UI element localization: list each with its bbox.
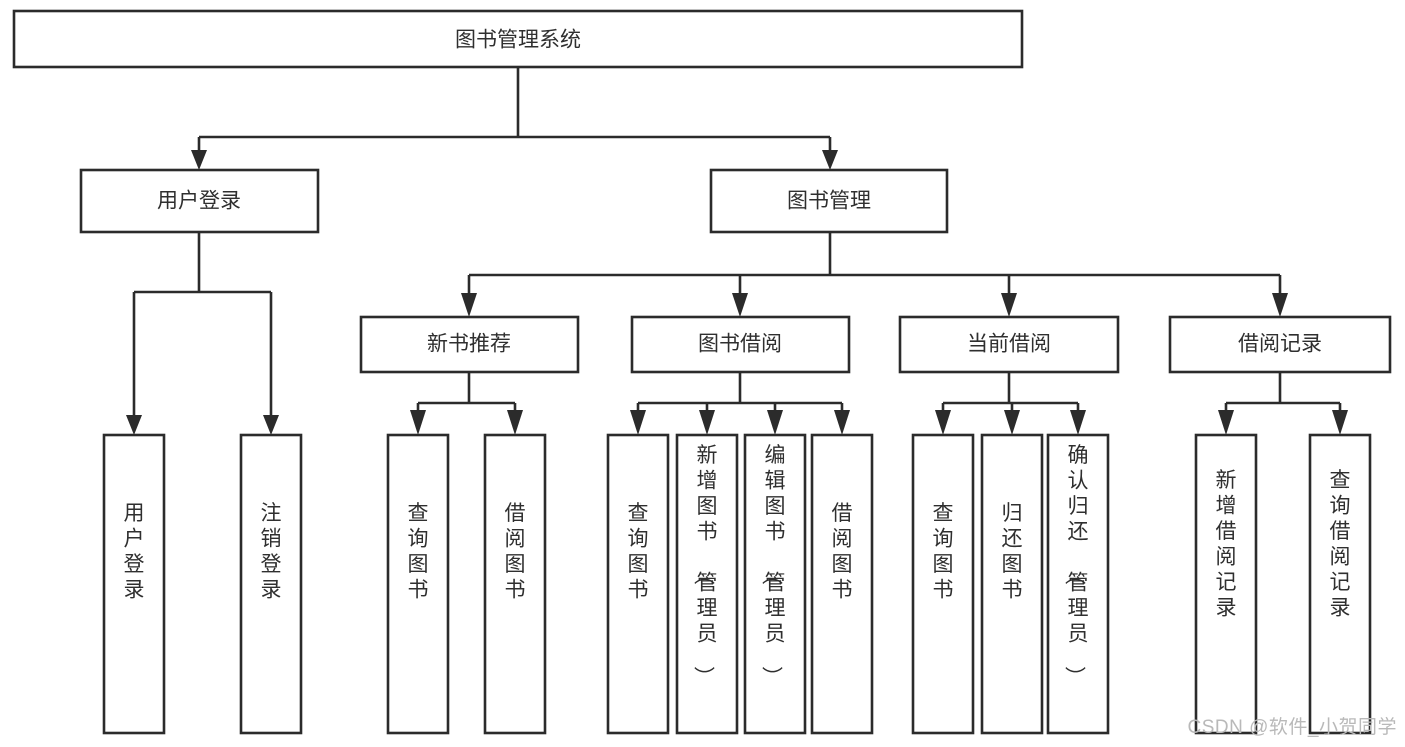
node-leaf-add-record-label: 新增借阅记录 bbox=[1216, 469, 1237, 620]
node-root-label: 图书管理系统 bbox=[455, 29, 581, 52]
node-leaf-confirm-return-box[interactable] bbox=[1046, 433, 1110, 735]
node-leaf-borrow-book-1[interactable]: 借阅图书 bbox=[483, 433, 547, 735]
node-leaf-user-login[interactable]: 用户登录 bbox=[102, 433, 166, 735]
node-leaf-confirm-return-label: 确认归还（管理员） bbox=[1063, 444, 1089, 687]
node-leaf-add-book-label: 新增图书（管理员） bbox=[692, 444, 718, 687]
node-leaf-query-book-2-box[interactable] bbox=[606, 433, 670, 735]
node-leaf-borrow-book-1-label: 借阅图书 bbox=[505, 502, 526, 602]
node-leaf-query-book-1-box[interactable] bbox=[386, 433, 450, 735]
node-user-login-box[interactable] bbox=[79, 168, 320, 234]
connector-group-book-manage-to-level3 bbox=[461, 232, 1288, 317]
connector-group-user-login-to-leaves bbox=[126, 232, 279, 435]
node-leaf-query-record[interactable]: 查询借阅记录 bbox=[1308, 433, 1372, 735]
node-leaf-confirm-return[interactable]: 确认归还（管理员） bbox=[1046, 433, 1110, 735]
node-book-borrow-label: 图书借阅 bbox=[698, 333, 782, 356]
node-new-book-rec[interactable]: 新书推荐 bbox=[359, 315, 580, 374]
node-leaf-query-book-2[interactable]: 查询图书 bbox=[606, 433, 670, 735]
arrow-head-leaf-add-record bbox=[1218, 410, 1234, 435]
node-root[interactable]: 图书管理系统 bbox=[12, 9, 1024, 69]
node-leaf-query-book-3-box[interactable] bbox=[911, 433, 975, 735]
node-root-box[interactable] bbox=[12, 9, 1024, 69]
node-book-manage-box[interactable] bbox=[709, 168, 949, 234]
node-user-login-label: 用户登录 bbox=[157, 190, 241, 213]
node-leaf-borrow-book-2[interactable]: 借阅图书 bbox=[810, 433, 874, 735]
arrow-head-leaf-logout bbox=[263, 415, 279, 435]
arrow-head-leaf-borrow-book-2 bbox=[834, 410, 850, 435]
arrow-head-leaf-add-book bbox=[699, 410, 715, 435]
node-leaf-edit-book-box[interactable] bbox=[743, 433, 807, 735]
arrow-head-book-borrow bbox=[732, 293, 748, 317]
node-new-book-rec-label: 新书推荐 bbox=[427, 333, 511, 356]
arrow-head-leaf-borrow-book-1 bbox=[507, 410, 523, 435]
arrow-head-new-book-rec bbox=[461, 293, 477, 317]
arrow-head-leaf-query-book-2 bbox=[630, 410, 646, 435]
node-leaf-query-book-3[interactable]: 查询图书 bbox=[911, 433, 975, 735]
node-leaf-logout[interactable]: 注销登录 bbox=[239, 433, 303, 735]
node-leaf-query-record-box[interactable] bbox=[1308, 433, 1372, 735]
node-leaf-query-book-3-label: 查询图书 bbox=[933, 502, 954, 602]
node-leaf-edit-book[interactable]: 编辑图书（管理员） bbox=[743, 433, 807, 735]
connector-group-book-borrow-to-leaves bbox=[630, 372, 850, 435]
node-book-manage[interactable]: 图书管理 bbox=[709, 168, 949, 234]
connector-group-new-book-rec-to-leaves bbox=[410, 372, 523, 435]
node-new-book-rec-box[interactable] bbox=[359, 315, 580, 374]
node-leaf-borrow-book-2-label: 借阅图书 bbox=[832, 502, 853, 602]
arrow-head-leaf-edit-book bbox=[767, 410, 783, 435]
arrow-head-leaf-return-book bbox=[1004, 410, 1020, 435]
node-borrow-record[interactable]: 借阅记录 bbox=[1168, 315, 1392, 374]
arrow-head-leaf-query-book-1 bbox=[410, 410, 426, 435]
node-current-borrow-label: 当前借阅 bbox=[967, 333, 1051, 356]
node-leaf-query-book-2-label: 查询图书 bbox=[628, 502, 649, 602]
node-leaf-borrow-book-1-box[interactable] bbox=[483, 433, 547, 735]
csdn-watermark: CSDN @软件_小贺同学 bbox=[1187, 717, 1397, 738]
arrow-head-book-manage bbox=[822, 150, 838, 170]
arrow-head-leaf-query-record bbox=[1332, 410, 1348, 435]
node-leaf-user-login-box[interactable] bbox=[102, 433, 166, 735]
node-book-manage-label: 图书管理 bbox=[787, 190, 871, 213]
node-leaf-return-book-label: 归还图书 bbox=[1002, 502, 1023, 602]
connector-group-root-to-level2 bbox=[191, 67, 838, 170]
connector-group-current-borrow-to-leaves bbox=[935, 372, 1086, 435]
node-leaf-add-record-box[interactable] bbox=[1194, 433, 1258, 735]
node-leaf-return-book[interactable]: 归还图书 bbox=[980, 433, 1044, 735]
node-current-borrow[interactable]: 当前借阅 bbox=[898, 315, 1120, 374]
node-leaf-add-book-box[interactable] bbox=[675, 433, 739, 735]
node-current-borrow-box[interactable] bbox=[898, 315, 1120, 374]
node-user-login[interactable]: 用户登录 bbox=[79, 168, 320, 234]
node-leaf-logout-box[interactable] bbox=[239, 433, 303, 735]
arrow-head-leaf-query-book-3 bbox=[935, 410, 951, 435]
arrow-head-borrow-record bbox=[1272, 293, 1288, 317]
node-leaf-user-login-label: 用户登录 bbox=[124, 502, 145, 602]
node-leaf-query-record-label: 查询借阅记录 bbox=[1330, 469, 1351, 620]
node-leaf-query-book-1[interactable]: 查询图书 bbox=[386, 433, 450, 735]
arrow-head-leaf-confirm-return bbox=[1070, 410, 1086, 435]
node-leaf-logout-label: 注销登录 bbox=[261, 502, 282, 602]
arrow-head-current-borrow bbox=[1001, 293, 1017, 317]
arrow-head-user-login bbox=[191, 150, 207, 170]
node-borrow-record-label: 借阅记录 bbox=[1238, 333, 1322, 356]
connector-group-borrow-record-to-leaves bbox=[1218, 372, 1348, 435]
arrow-head-leaf-user-login bbox=[126, 415, 142, 435]
node-leaf-add-record[interactable]: 新增借阅记录 bbox=[1194, 433, 1258, 735]
node-leaf-edit-book-label: 编辑图书（管理员） bbox=[760, 444, 786, 687]
node-leaf-query-book-1-label: 查询图书 bbox=[408, 502, 429, 602]
node-leaf-return-book-box[interactable] bbox=[980, 433, 1044, 735]
node-leaf-add-book[interactable]: 新增图书（管理员） bbox=[675, 433, 739, 735]
node-book-borrow[interactable]: 图书借阅 bbox=[630, 315, 851, 374]
node-leaf-borrow-book-2-box[interactable] bbox=[810, 433, 874, 735]
node-book-borrow-box[interactable] bbox=[630, 315, 851, 374]
node-borrow-record-box[interactable] bbox=[1168, 315, 1392, 374]
